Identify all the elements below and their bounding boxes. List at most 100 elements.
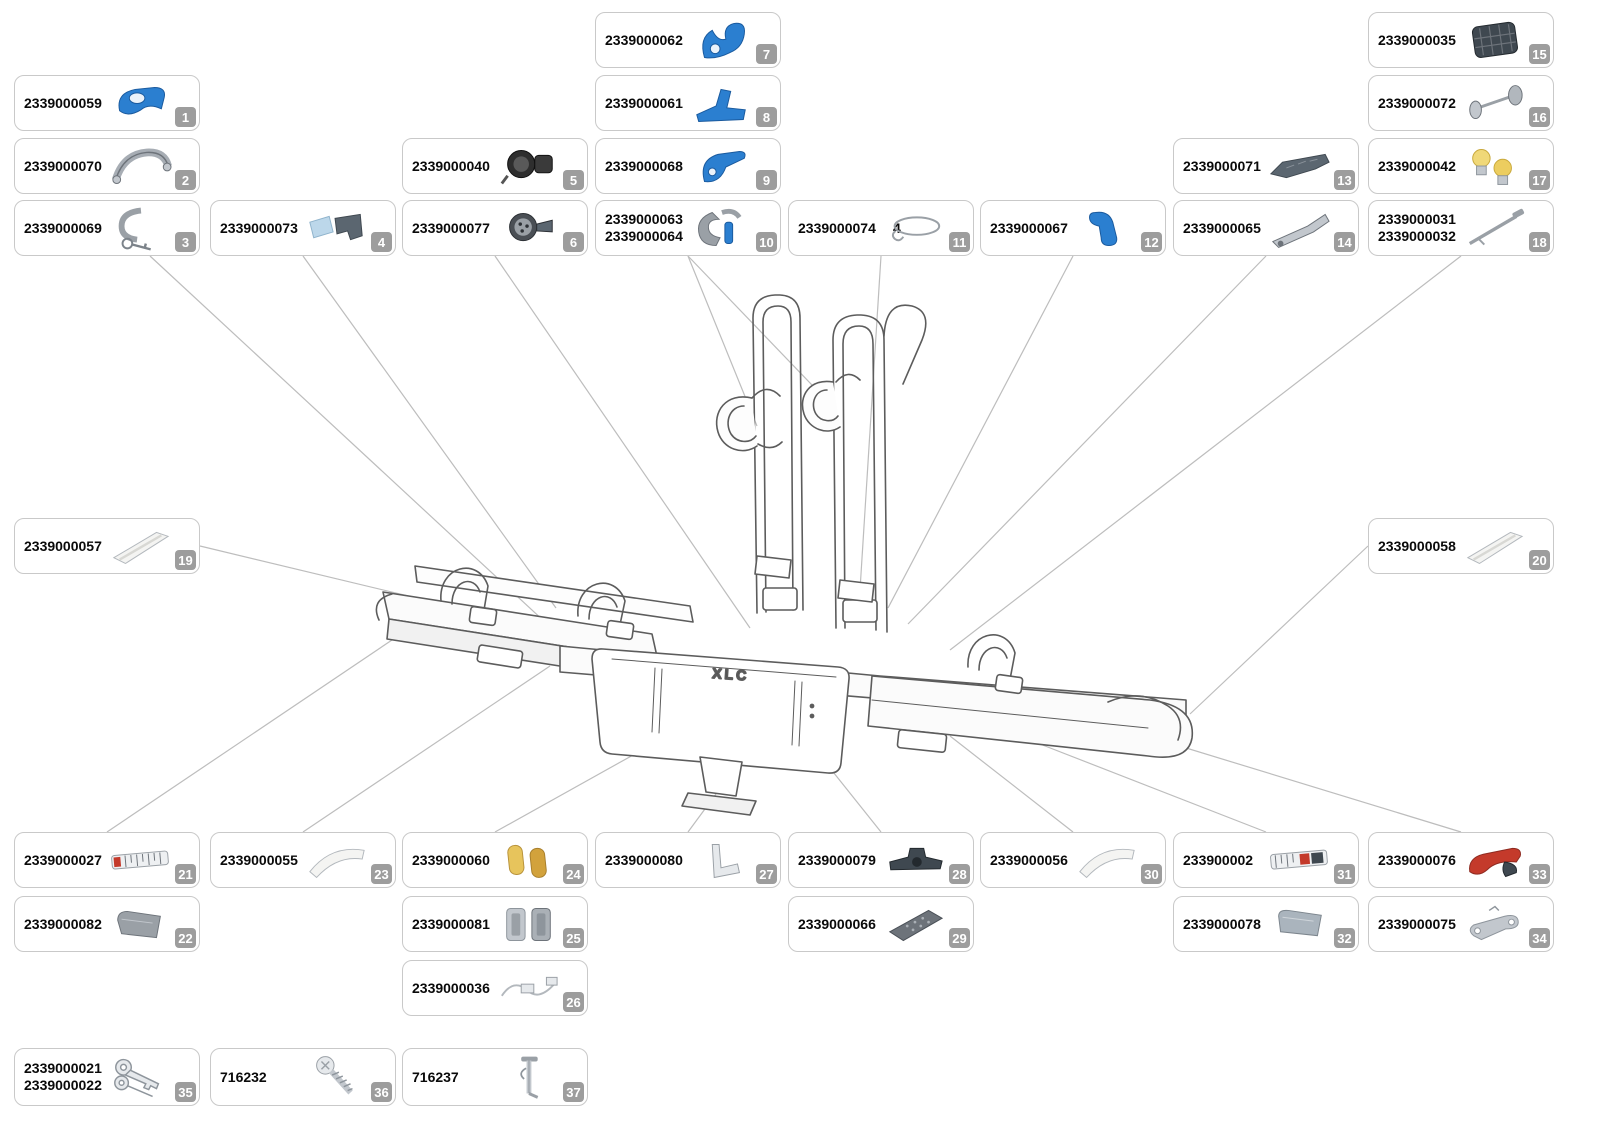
callout-badge: 9 <box>756 170 777 190</box>
part-number: 2339000061 <box>605 94 683 111</box>
part-number: 2339000075 <box>1378 915 1456 932</box>
part-number: 2339000042 <box>1378 157 1456 174</box>
callout-badge: 12 <box>1141 232 1162 252</box>
callout-badge: 8 <box>756 107 777 127</box>
callout-badge: 28 <box>949 864 970 884</box>
red-wheel-holder-icon <box>1469 847 1521 878</box>
callout-badge: 22 <box>175 928 196 948</box>
part-number: 2339000081 <box>412 915 490 932</box>
end-cap-grey-right-icon <box>1278 909 1322 937</box>
curved-cover-left-icon <box>309 848 365 879</box>
callout-badge: 19 <box>175 550 196 570</box>
part-number: 2339000066 <box>798 915 876 932</box>
light-bulbs-icon <box>1472 149 1512 185</box>
callout-badge: 6 <box>563 232 584 252</box>
reflector-plate-icon <box>1471 21 1518 58</box>
part-number-line1: 2339000021 <box>24 1060 102 1077</box>
callout-badge: 29 <box>949 928 970 948</box>
callout-part-3: 2339000069 3 <box>14 200 200 256</box>
callout-badge: 17 <box>1529 170 1550 190</box>
callout-badge: 35 <box>175 1082 196 1102</box>
callout-badge: 23 <box>371 864 392 884</box>
callout-part-19: 2339000057 19 <box>14 518 200 574</box>
scale-strip-red-icon <box>1270 849 1328 870</box>
callout-badge: 2 <box>175 170 196 190</box>
callout-part-20: 2339000058 20 <box>1368 518 1554 574</box>
callout-badge: 26 <box>563 992 584 1012</box>
part-number: 2339000082 <box>24 915 102 932</box>
callout-badge: 24 <box>563 864 584 884</box>
part-number: 2339000077 <box>412 219 490 236</box>
callout-part-1: 2339000059 1 <box>14 75 200 131</box>
blue-lever-icon <box>702 150 746 183</box>
screw-icon <box>316 1056 353 1095</box>
end-cap-grey-icon <box>117 910 161 939</box>
callout-part-33: 2339000076 33 <box>1368 832 1554 888</box>
part-number: 2339000074 <box>798 219 876 236</box>
callout-part-24: 2339000060 24 <box>402 832 588 888</box>
callout-part-11: 2339000074 4 11 <box>788 200 974 256</box>
part-number: 2339000070 <box>24 157 102 174</box>
callout-badge: 5 <box>563 170 584 190</box>
plate-logo-text: XLC <box>712 665 750 684</box>
callout-badge: 13 <box>1334 170 1355 190</box>
callout-badge: 30 <box>1141 864 1162 884</box>
cable-ring-icon <box>891 216 941 242</box>
blue-y-bracket-icon <box>696 88 746 122</box>
part-number: 2339000079 <box>798 851 876 868</box>
part-number: 2339000076 <box>1378 851 1456 868</box>
callout-part-10: 2339000063 2339000064 10 <box>595 200 781 256</box>
callout-badge: 31 <box>1334 864 1355 884</box>
callout-part-14: 2339000065 14 <box>1173 200 1359 256</box>
part-number: 2339000057 <box>24 537 102 554</box>
part-number: 2339000060 <box>412 851 490 868</box>
callout-badge: 20 <box>1529 550 1550 570</box>
callout-badge: 15 <box>1529 44 1550 64</box>
axle-pin-icon <box>520 1056 539 1099</box>
callout-badge: 3 <box>175 232 196 252</box>
callout-part-13: 2339000071 13 <box>1173 138 1359 194</box>
part-number: 716232 <box>220 1068 267 1085</box>
tread-plate-icon <box>888 909 944 942</box>
wiring-cable-icon <box>501 976 558 997</box>
frame-holder-jaw-icon <box>698 208 742 246</box>
part-number-line1: 2339000063 <box>605 211 683 228</box>
rail-channel-left-icon <box>112 531 170 565</box>
callout-part-21: 2339000027 21 <box>14 832 200 888</box>
callout-part-9: 2339000068 9 <box>595 138 781 194</box>
callout-part-34: 2339000075 34 <box>1368 896 1554 952</box>
callout-badge: 25 <box>563 928 584 948</box>
part-number-line1: 2339000031 <box>1378 211 1456 228</box>
part-number: 2339000063 2339000064 <box>605 201 683 255</box>
tilt-lever-icon <box>1271 213 1330 249</box>
callout-badge: 27 <box>756 864 777 884</box>
part-number: 2339000080 <box>605 851 683 868</box>
part-number: 2339000059 <box>24 94 102 111</box>
callout-badge: 14 <box>1334 232 1355 252</box>
callout-part-32: 2339000078 32 <box>1173 896 1359 952</box>
pad-set-icon <box>506 908 551 941</box>
part-number: 2339000072 <box>1378 94 1456 111</box>
part-number-line2: 2339000022 <box>24 1077 102 1093</box>
part-number: 2339000067 <box>990 219 1068 236</box>
part-qty: 4 <box>893 220 901 236</box>
part-number-line2: 2339000032 <box>1378 228 1456 244</box>
long-pin-icon <box>1468 208 1525 246</box>
callout-part-2: 2339000070 2 <box>14 138 200 194</box>
part-number: 2339000035 <box>1378 31 1456 48</box>
clamp-block-icon <box>889 847 943 871</box>
callout-part-6: 2339000077 6 <box>402 200 588 256</box>
part-number: 2339000036 <box>412 979 490 996</box>
callout-part-37: 716237 37 <box>402 1048 588 1106</box>
support-bracket-icon <box>711 844 741 879</box>
protection-pads-icon <box>309 213 363 241</box>
callout-badge: 36 <box>371 1082 392 1102</box>
part-number: 2339000058 <box>1378 537 1456 554</box>
yellow-rollers-icon <box>507 844 547 878</box>
callout-part-18: 2339000031 2339000032 18 <box>1368 200 1554 256</box>
curved-cover-right-icon <box>1079 848 1135 879</box>
callout-part-8: 2339000061 8 <box>595 75 781 131</box>
callout-part-29: 2339000066 29 <box>788 896 974 952</box>
